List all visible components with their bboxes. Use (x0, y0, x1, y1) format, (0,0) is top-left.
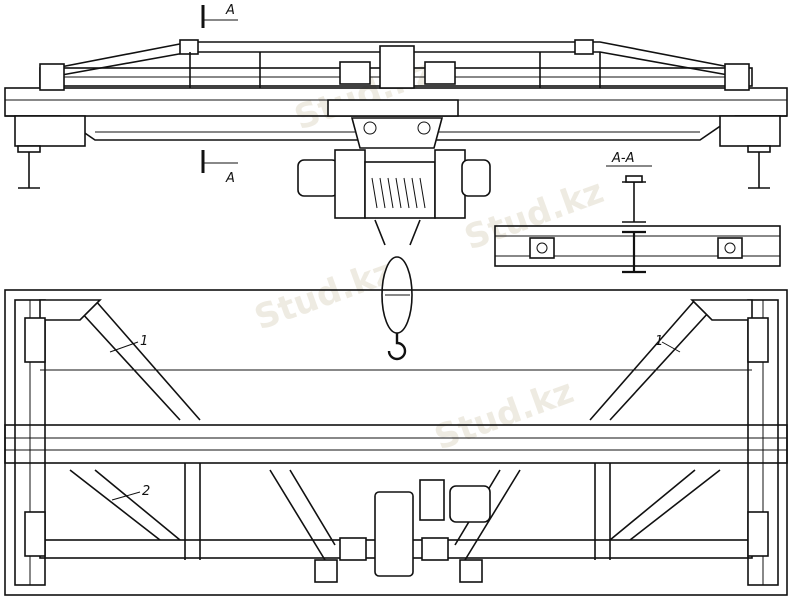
callout-1-right: 1 (655, 334, 663, 349)
callout-1-left: 1 (140, 334, 148, 349)
section-mark-a-bottom: A (225, 171, 235, 186)
watermark: Stud.kz (429, 371, 579, 458)
plan-view: 1 1 2 (4, 289, 788, 596)
electric-hoist (297, 99, 491, 361)
watermark: Stud.kz (249, 251, 399, 338)
section-a-a: A-A (494, 151, 781, 274)
section-mark-a-top: A (225, 3, 235, 18)
rope-drum-hatching (371, 177, 426, 209)
callout-2: 2 (142, 484, 150, 499)
section-title: A-A (611, 151, 634, 166)
